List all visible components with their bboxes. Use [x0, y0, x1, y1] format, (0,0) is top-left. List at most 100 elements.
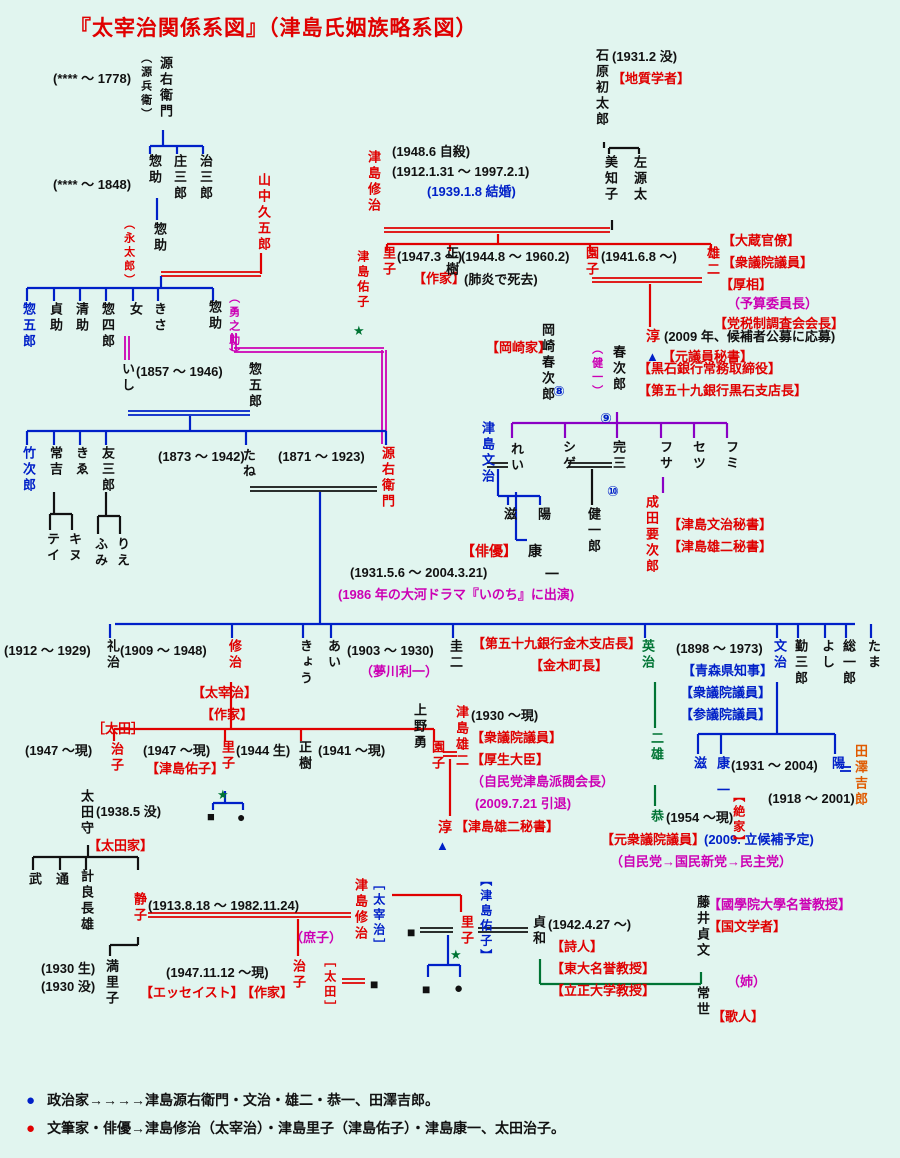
date-tazawa: (1918 ～ 2001) — [768, 791, 855, 806]
tag-yuji-hisho: 【津島雄二秘書】 — [455, 819, 560, 834]
tag-narita-2: 【津島雄二秘書】 — [668, 539, 773, 554]
legend-item-0: ●政治家→→→→津島源右衛門・文治・雄二・恭一、田澤吉郎。 — [26, 1090, 439, 1110]
label-kinzaburo: 勤三郎 — [792, 639, 808, 687]
label-masaki-1: 正樹 — [443, 246, 459, 278]
date-keiji: (1903 ～ 1930) — [347, 643, 434, 658]
date-koichi: (1931.5.6 ～ 2004.3.21) — [350, 565, 488, 580]
date-masaki-1: (1944.8 ～ 1960.2) — [461, 249, 570, 264]
tag-kaneki-mayor: 【金木町長】 — [530, 658, 609, 673]
tag-rissho: 【立正大学教授】 — [551, 983, 656, 998]
label-nio: 二雄 — [648, 731, 664, 763]
sym-ci-1: ● — [454, 980, 464, 997]
label-jun-1: 淳 — [646, 328, 660, 344]
label-yoshi: よし — [819, 639, 835, 671]
label-koichi-kanji: 康 — [528, 543, 542, 559]
label-yamanaka-kyugoro: 山中久五郎 — [255, 173, 271, 253]
label-sosuke-2: 惣助 — [151, 222, 167, 254]
label-setsu: セツ — [690, 440, 706, 472]
date-masaki-2: (1944 生) — [236, 743, 291, 758]
label-ota-mori: 太田守 — [78, 789, 94, 837]
tag-sangiin: 【参議院議員】 — [680, 707, 772, 722]
label-rei: れい — [508, 442, 524, 474]
tag-kosho: 【厚相】 — [720, 277, 773, 292]
date-shuji-2: (1909 ～ 1948) — [120, 643, 207, 658]
label-rie: りえ — [114, 537, 130, 569]
label-michiko: 美知子 — [602, 155, 618, 203]
tag-habatsu: （自民党津島派閥会長） — [471, 774, 615, 789]
label-kenichiro: 健一郎 — [585, 507, 601, 555]
label-haruko-1: 治子 — [108, 742, 124, 774]
label-kinu: キヌ — [66, 532, 82, 564]
note-ane: （姉） — [727, 974, 767, 989]
sym-sq-3: ■ — [207, 809, 215, 824]
label-tazawa: 田澤吉郎 — [852, 744, 868, 808]
label-toru: 通 — [53, 872, 69, 888]
label-takejiro: 竹次郎 — [20, 446, 36, 494]
label-harujiro-2: 春次郎 — [610, 345, 626, 393]
label-sonoko-2: 園子 — [429, 740, 445, 772]
label-keira-nagao: 計良長雄 — [78, 869, 94, 933]
legend-dot-0: ● — [26, 1091, 36, 1109]
tag-essayist: 【エッセイスト】 — [140, 985, 244, 1000]
label-kisa: きさ — [151, 302, 167, 334]
tag-okazakike: 【岡崎家】 — [486, 340, 552, 355]
tag-kajin: 【歌人】 — [712, 1009, 765, 1024]
note-haien: (肺炎で死去) — [464, 272, 538, 287]
label-genbei: （源兵衛） — [139, 52, 152, 122]
tag-shijin: 【詩人】 — [551, 939, 604, 954]
tag-motoshugiin: 【元衆議院議員】 — [601, 832, 706, 847]
legend-item-1: ●文筆家・俳優→津島修治（太宰治）・津島里子（津島佑子）・津島康一、太田治子。 — [26, 1118, 565, 1138]
label-keiji: 圭二 — [447, 639, 463, 671]
label-kyo-2: 恭 — [648, 809, 664, 825]
date-1857-1946: (1857 ～ 1946) — [136, 364, 223, 379]
note-shoshi: （庶子） — [290, 930, 343, 945]
tag-shugiin-1: 【衆議院議員】 — [722, 255, 814, 270]
tag-yuko-2: 【津島佑子】 — [146, 761, 225, 776]
date-mariko-d: (1930 没) — [41, 979, 96, 994]
tri-1: ▲ — [646, 349, 659, 364]
label-sonoko-1: 園子 — [583, 246, 599, 278]
date-1848: (**** ～ 1848) — [53, 177, 132, 192]
date-1871-1923: (1871 ～ 1923) — [278, 449, 365, 464]
label-sogoro-1: 惣五郎 — [20, 302, 36, 350]
label-tsushima-shuji-1: 津島修治 — [365, 150, 381, 214]
date-kyo: (1954 ～現) — [666, 810, 734, 825]
label-kie: きゑ — [73, 446, 89, 478]
date-yuji-2: (1930 ～現) — [471, 708, 539, 723]
label-fumi-2: フミ — [723, 440, 739, 472]
tag-ota-1: ［太田］ — [92, 721, 145, 736]
date-satoko-1: (1947.3 ～) — [397, 249, 463, 264]
label-shige: シゲ — [560, 440, 576, 472]
label-kyo-sis: きょう — [297, 639, 313, 687]
label-shizuko: 静子 — [131, 892, 147, 924]
label-takeshi: 武 — [26, 872, 42, 888]
star-2: ★ — [217, 787, 229, 802]
star-3: ★ — [450, 947, 462, 962]
label-kenichi-alias: （健一） — [590, 343, 603, 399]
label-tomosaburo: 友三郎 — [99, 446, 115, 494]
date-sonoko-1: (1941.6.8 ～) — [601, 249, 677, 264]
tag-dazai-1: 【太宰治】 — [192, 685, 258, 700]
date-1778: (**** ～ 1778) — [53, 71, 132, 86]
label-fusa: フサ — [657, 440, 673, 472]
label-ko-2-ichi: 一 — [714, 783, 730, 799]
alias-dazai-2: ［太宰治］ — [371, 878, 386, 953]
note-inochi: (1986 年の大河ドラマ『いのち』に出演) — [338, 587, 575, 602]
label-fujii-sadafumi: 藤井貞文 — [694, 895, 710, 959]
label-narita-yojiro: 成田要次郎 — [643, 495, 659, 575]
date-satoko-2: (1947 ～現) — [143, 743, 211, 758]
label-sadasuke: 貞助 — [47, 302, 63, 334]
tag-zekke: 【絶家】 — [731, 790, 746, 850]
note-kobo: (2009 年、候補者公募に応募) — [664, 329, 836, 344]
label-yo-1: 陽 — [535, 507, 551, 523]
sym-ci-2: ● — [237, 809, 246, 825]
label-ai: あい — [325, 639, 341, 671]
label-shuji-2: 修治 — [226, 639, 242, 671]
label-shigeru-2: 滋 — [691, 756, 707, 772]
label-tane: たね — [240, 448, 256, 480]
label-satoko-3: 里子 — [458, 915, 474, 947]
sym-sq-4: ■ — [370, 976, 379, 992]
tag-shugiin-3: 【衆議院議員】 — [471, 730, 563, 745]
label-tsushima-bunji-1: 津島文治 — [479, 421, 495, 485]
label-koichi-ichi: 一 — [545, 566, 559, 582]
